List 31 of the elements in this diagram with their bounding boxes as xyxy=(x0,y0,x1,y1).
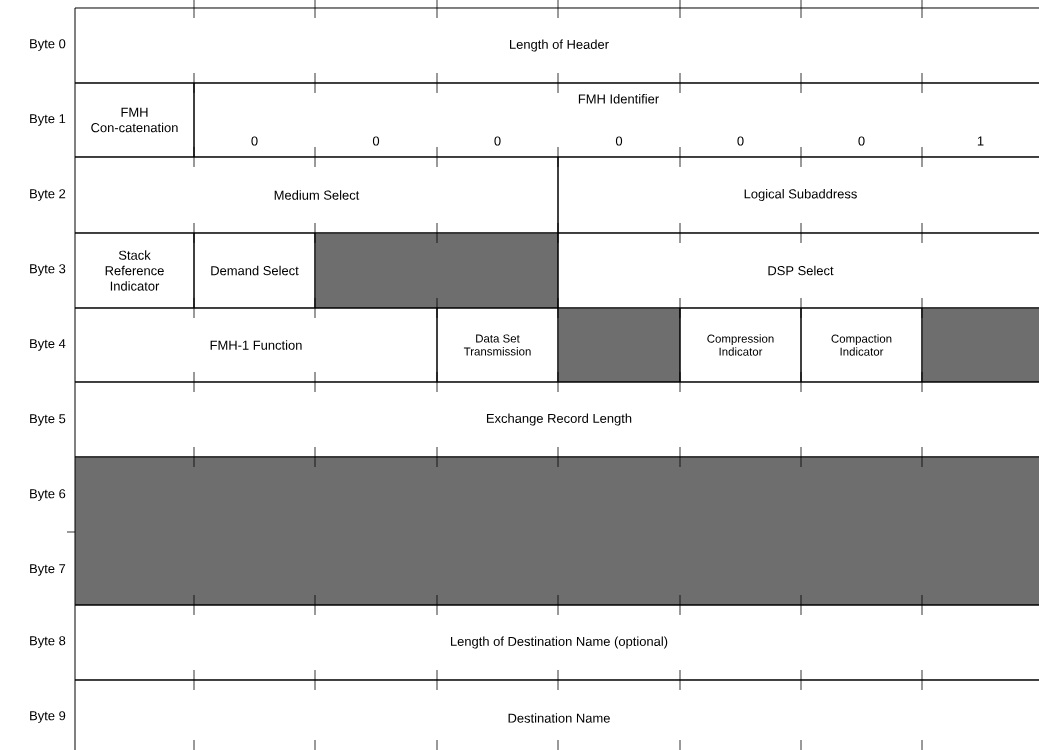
field-cell: Length of Destination Name (optional) xyxy=(74,604,1039,681)
byte-label: Byte 3 xyxy=(30,264,66,276)
byte-label: Byte 1 xyxy=(30,114,66,126)
field-cell: FMH Con-catenation xyxy=(74,82,195,158)
byte-label: Byte 0 xyxy=(30,39,66,51)
reserved-cell xyxy=(314,232,559,309)
field-cell: Destination Name xyxy=(74,679,1039,750)
byte-label: Byte 2 xyxy=(30,189,66,201)
byte-label: Byte 5 xyxy=(30,414,66,426)
reserved-cell xyxy=(557,307,681,383)
byte-label: Byte 7 xyxy=(30,564,66,576)
bit-value: 0 xyxy=(494,136,501,146)
byte-label: Byte 4 xyxy=(30,339,66,351)
byte-label: Byte 6 xyxy=(30,489,66,501)
field-cell: Exchange Record Length xyxy=(74,381,1039,458)
reserved-cell xyxy=(74,456,1039,606)
bit-value: 0 xyxy=(737,136,744,146)
field-cell: Logical Subaddress xyxy=(557,156,1039,234)
field-cell: FMH-1 Function xyxy=(74,307,438,383)
field-cell: Compression Indicator xyxy=(679,307,802,383)
reserved-cell xyxy=(921,307,1039,383)
field-cell: Length of Header xyxy=(74,7,1039,84)
bit-value: 0 xyxy=(858,136,865,146)
bit-value: 0 xyxy=(251,136,258,146)
bit-value: 1 xyxy=(977,136,984,146)
bit-value: 0 xyxy=(372,136,380,146)
bit-value: 0 xyxy=(615,136,623,146)
field-cell: Stack Reference Indicator xyxy=(74,232,195,309)
byte-label: Byte 8 xyxy=(30,636,66,648)
byte-label: Byte 9 xyxy=(30,711,66,723)
field-cell: Compaction Indicator xyxy=(800,307,923,383)
